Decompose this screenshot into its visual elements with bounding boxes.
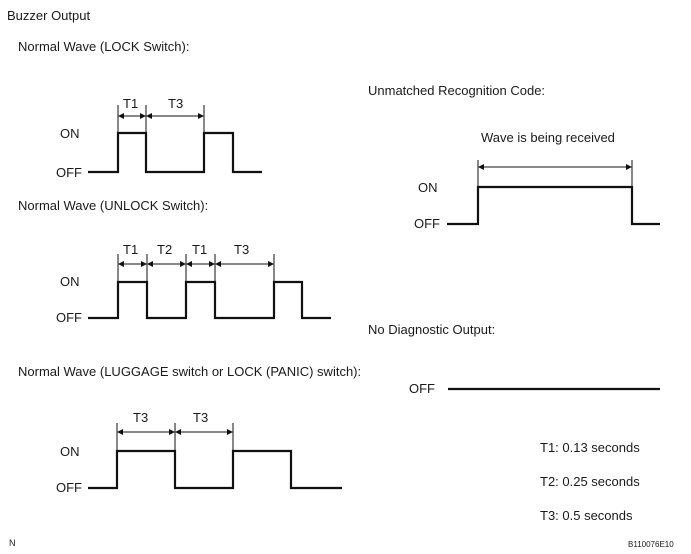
legend-t2: T2: 0.25 seconds [540, 474, 640, 489]
corner-mark-left: N [9, 538, 16, 548]
legend-t1: T1: 0.13 seconds [540, 440, 640, 455]
luggage-waveform [88, 423, 342, 490]
lock-t1-label: T1 [123, 96, 139, 111]
unlock-t1b-label: T1 [192, 242, 208, 257]
lock-waveform [88, 105, 262, 174]
lock-on-label: ON [60, 126, 80, 141]
unlock-t2-label: T2 [157, 242, 173, 257]
luggage-t3b-label: T3 [193, 410, 209, 425]
unmatched-heading: Unmatched Recognition Code: [368, 83, 546, 98]
legend-t3: T3: 0.5 seconds [540, 508, 633, 523]
luggage-on-label: ON [60, 444, 80, 459]
unmatched-waveform [447, 160, 660, 226]
nodiag-heading: No Diagnostic Output: [368, 322, 496, 337]
unlock-on-label: ON [60, 274, 80, 289]
unlock-t3-label: T3 [234, 242, 250, 257]
luggage-off-label: OFF [56, 480, 82, 495]
lock-heading: Normal Wave (LOCK Switch): [18, 39, 190, 54]
unlock-off-label: OFF [56, 310, 82, 325]
unmatched-on-label: ON [418, 180, 438, 195]
luggage-t3a-label: T3 [133, 410, 149, 425]
luggage-heading: Normal Wave (LUGGAGE switch or LOCK (PAN… [18, 364, 362, 379]
unmatched-note: Wave is being received [481, 130, 615, 145]
unlock-t1a-label: T1 [123, 242, 139, 257]
lock-t3-label: T3 [168, 96, 184, 111]
page-title: Buzzer Output [7, 8, 91, 23]
unmatched-off-label: OFF [414, 216, 440, 231]
lock-off-label: OFF [56, 165, 82, 180]
nodiag-off-label: OFF [409, 381, 435, 396]
unlock-heading: Normal Wave (UNLOCK Switch): [18, 198, 209, 213]
unlock-waveform [88, 254, 331, 320]
figure-code: B110076E10 [628, 540, 674, 549]
